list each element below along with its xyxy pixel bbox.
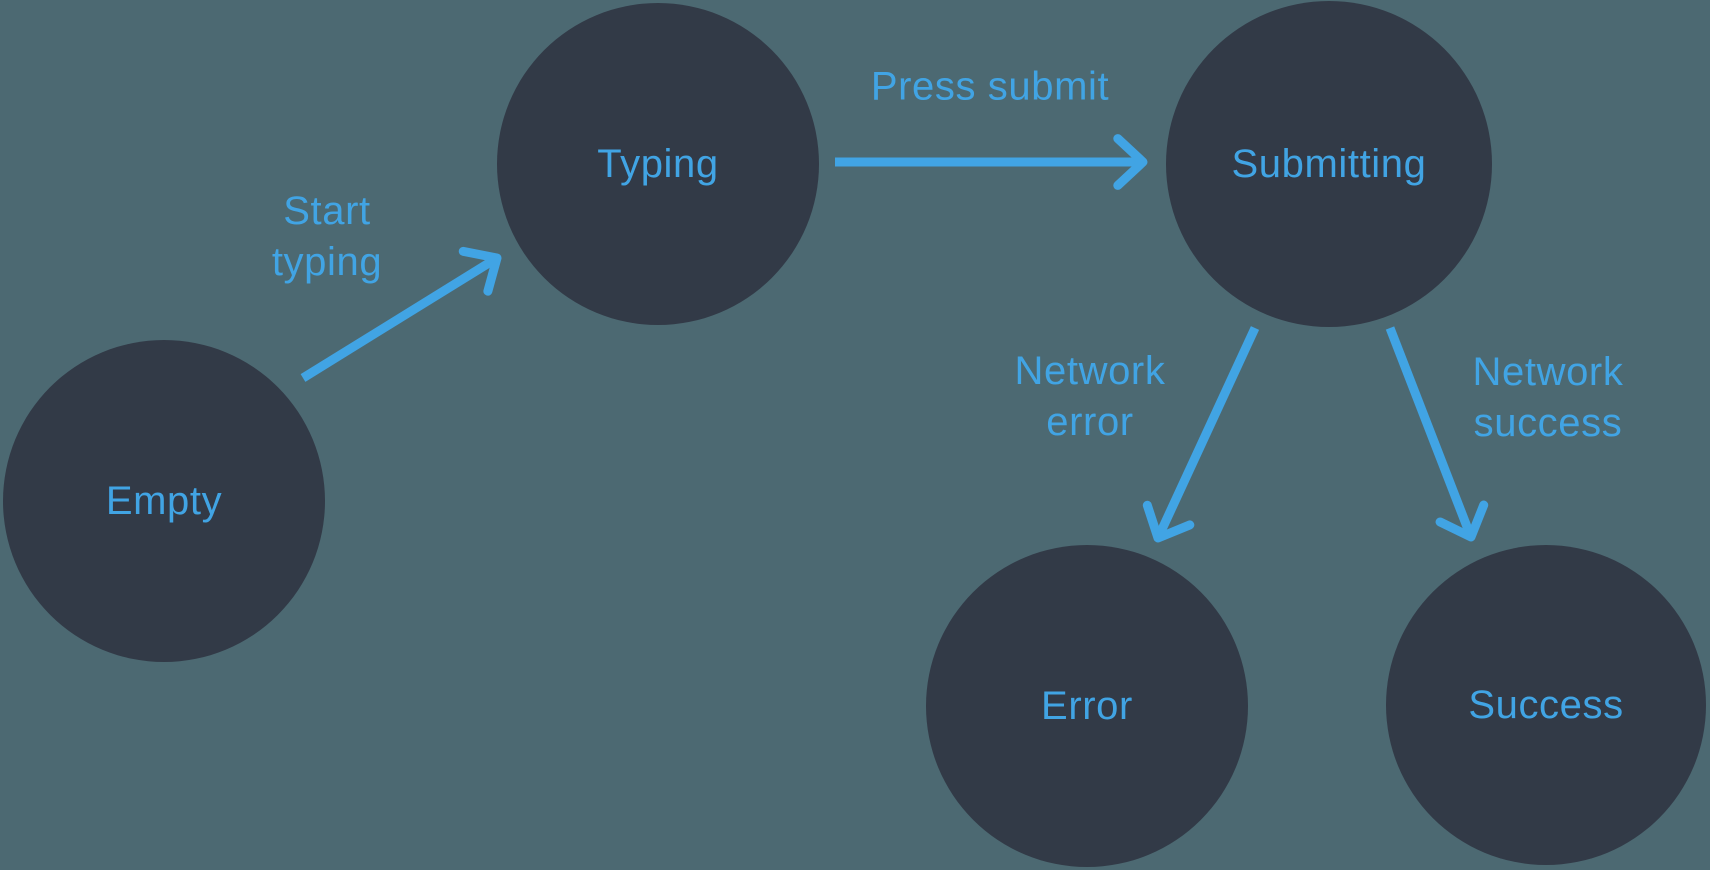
state-label-error: Error: [1041, 683, 1133, 728]
transition-label-start-typing: Start typing: [271, 189, 383, 284]
state-node-typing: Typing: [497, 3, 819, 325]
state-node-submitting: Submitting: [1166, 1, 1492, 327]
state-node-success: Success: [1386, 545, 1706, 865]
transition-arrow-start-typing: [300, 246, 502, 382]
state-node-empty: Empty: [3, 340, 325, 662]
state-node-error: Error: [926, 545, 1248, 867]
transition-arrow-network-error: [1142, 326, 1260, 543]
state-label-success: Success: [1468, 682, 1624, 727]
transition-label-press-submit: Press submit: [870, 64, 1110, 109]
transition-label-network-error: Network error: [1014, 349, 1166, 444]
transition-arrow-network-success: [1385, 326, 1489, 542]
state-label-empty: Empty: [105, 478, 223, 523]
state-label-submitting: Submitting: [1231, 141, 1427, 186]
transition-label-network-success: Network success: [1472, 350, 1624, 445]
state-label-typing: Typing: [597, 141, 719, 186]
